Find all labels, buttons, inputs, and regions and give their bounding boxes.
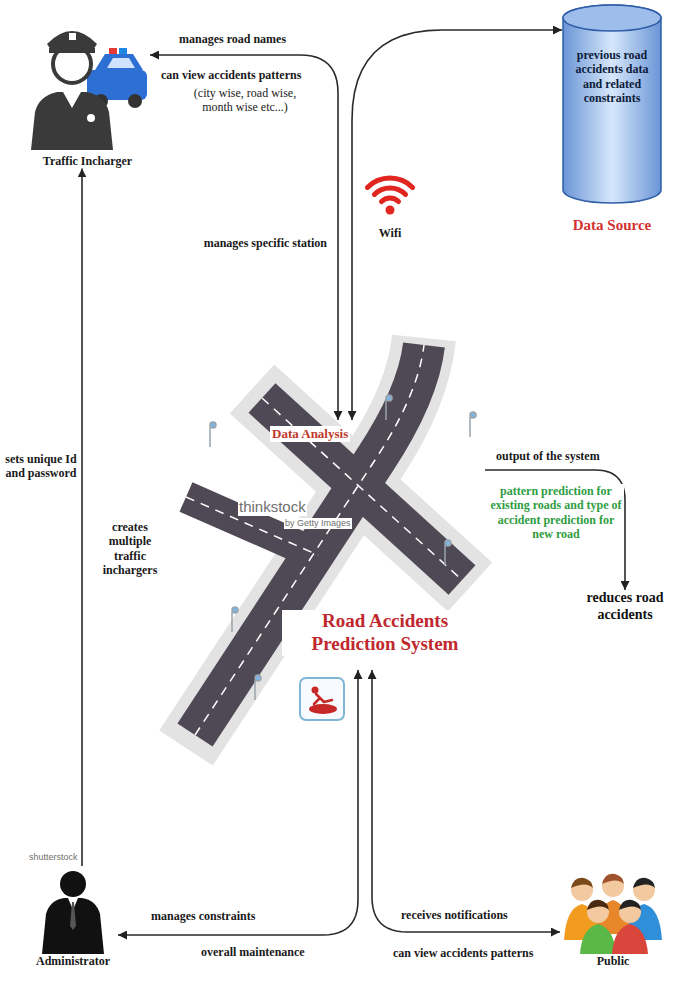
lane-marking — [186, 345, 462, 735]
connector-arrow — [485, 470, 625, 590]
actor-label: Public — [560, 954, 666, 968]
actor-label: Administrator — [28, 954, 118, 968]
road — [186, 345, 462, 735]
output-text-box: reduces road accidents — [582, 590, 668, 624]
edge-note: manages road names — [178, 32, 287, 46]
edge-label: receives notifications — [400, 908, 509, 922]
injury-icon — [300, 678, 344, 720]
police-officer-icon — [25, 4, 150, 152]
edge-label: creates multiple traffic inchargers — [92, 520, 168, 578]
public-group-icon — [560, 868, 666, 954]
edge-label: output of the system — [495, 449, 601, 463]
wifi-icon — [367, 178, 412, 214]
edge-note: can view accidents patterns — [392, 946, 534, 960]
watermark: shutterstock — [28, 852, 79, 863]
edge-note: sets unique Id and password — [4, 452, 78, 481]
watermark: thinkstock — [238, 498, 307, 516]
connector-arrow — [352, 30, 562, 420]
edge-note: can view accidents patterns — [160, 68, 302, 82]
edge-label: manages specific station — [203, 236, 328, 250]
icon-caption: Wifi — [378, 226, 402, 240]
administrator-icon — [28, 866, 118, 954]
connector-arrow — [150, 55, 338, 420]
actor-icon: Administrator — [28, 866, 118, 968]
edge-label: overall maintenance — [200, 945, 306, 959]
connector-arrow — [81, 168, 83, 866]
actor-icon: Public — [560, 868, 666, 968]
watermark: by Getty Images — [284, 518, 352, 529]
outcome-text: reduces road accidents — [582, 590, 668, 624]
connector-arrow — [372, 670, 560, 932]
actor-icon: Traffic Incharger — [25, 4, 150, 168]
system-illustration: Data AnalysisRoad Accidents Prediction S… — [215, 420, 485, 670]
database-text: previous road accidents data and related… — [568, 48, 656, 106]
database-cylinder: previous road accidents data and related… — [562, 4, 662, 234]
module-label: Data Analysis — [270, 426, 350, 442]
actor-label: Traffic Incharger — [25, 154, 150, 168]
connector-arrow — [118, 670, 358, 935]
output-description: pattern prediction for existing roads an… — [488, 484, 624, 542]
edge-note: manages constraints — [150, 909, 256, 923]
edge-note: (city wise, road wise, month wise etc...… — [178, 86, 312, 115]
database-title: Data Source — [562, 216, 662, 234]
system-title: Road Accidents Prediction System — [282, 610, 488, 656]
sidewalk — [186, 338, 470, 748]
